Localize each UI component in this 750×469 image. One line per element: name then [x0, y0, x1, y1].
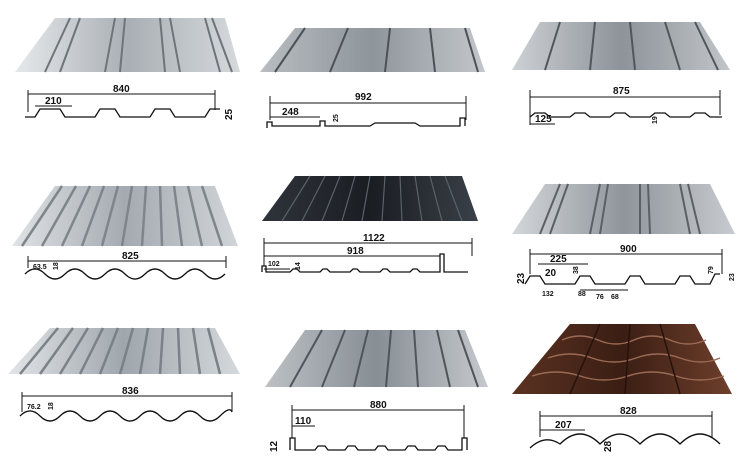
panel-ribbed-880: 880 110 12	[250, 312, 500, 468]
dim-height: 25	[224, 108, 235, 120]
dim-total: 828	[620, 406, 637, 417]
dim-f: 79	[708, 266, 715, 274]
dim-total: 880	[370, 400, 387, 411]
dim-mid: 918	[347, 246, 364, 257]
dim-total: 875	[613, 86, 630, 97]
tile-steps	[531, 335, 725, 381]
sheet-ribs	[19, 327, 222, 375]
sheet-surface	[512, 184, 735, 234]
sheet-surface	[265, 330, 488, 387]
panel-standing-seam-992: 992 248 25	[250, 0, 500, 156]
panel-ribbed-1122: 1122 918 102 14	[250, 156, 500, 312]
panel-trapezoid-900: 900 225 20 23 23 38 132 88 76 68 79	[500, 156, 750, 312]
dim-rib: 110	[295, 416, 312, 427]
panel-trapezoid-840-drawing: 840 210 25	[15, 17, 240, 120]
profile-line	[529, 112, 722, 118]
dim-b: 132	[542, 291, 554, 298]
sheet-surface	[512, 22, 730, 70]
sheet-ribs	[44, 17, 233, 73]
sheet-ribs	[544, 21, 719, 71]
tile-ribs	[569, 323, 681, 395]
dim-h2: 23	[729, 273, 736, 281]
sheet-surface	[8, 328, 240, 374]
panel-standing-seam-992-drawing: 992 248 25	[260, 27, 485, 128]
sheet-surface	[15, 18, 240, 72]
panel-trapezoid-875-drawing: 875 125 19	[512, 21, 730, 125]
dim-rib: 63.5	[33, 264, 47, 271]
dim-height: 25	[333, 114, 340, 122]
profile-line	[25, 108, 220, 118]
profile-line	[289, 437, 468, 451]
sheet-surface	[262, 176, 478, 221]
profile-line	[266, 117, 466, 128]
profile-line	[524, 273, 720, 285]
profile-line	[529, 433, 721, 449]
panel-trapezoid-900-drawing: 900 225 20 23 23 38 132 88 76 68 79	[512, 183, 736, 301]
dim-rib: 210	[45, 96, 62, 107]
sheet-ribs	[539, 183, 701, 235]
dim-height: 14	[295, 262, 302, 270]
panel-ribbed-880-drawing: 880 110 12	[265, 329, 488, 452]
dim-rib: 125	[535, 114, 552, 125]
sheet-surface	[260, 28, 485, 72]
dim-e: 68	[611, 294, 619, 301]
dim-height: 12	[269, 440, 280, 452]
dim-height: 19	[652, 116, 659, 124]
dim-total: 840	[113, 84, 130, 95]
sheet-ribs	[274, 27, 479, 73]
panel-ribbed-1122-drawing: 1122 918 102 14	[261, 175, 478, 273]
dim-sub: 20	[545, 268, 557, 279]
panel-corrugated-825: 825 63.5 18	[0, 156, 250, 312]
dim-total: 900	[620, 244, 637, 255]
profile-line	[261, 253, 468, 273]
panel-trapezoid-840: 840 210 25	[0, 0, 250, 156]
dim-rib: 207	[555, 420, 572, 431]
dim-height: 18	[53, 262, 60, 270]
dim-total: 836	[122, 386, 139, 397]
panel-tile-828: 828 207 28	[500, 312, 750, 468]
profile-line	[24, 268, 226, 280]
dim-height: 18	[48, 402, 55, 410]
panel-corrugated-836: 836 76.2 18	[0, 312, 250, 468]
dim-total: 992	[355, 92, 372, 103]
sheet-ribs	[281, 175, 463, 222]
dim-rib: 102	[268, 261, 280, 268]
dim-height: 28	[603, 440, 614, 452]
dim-height: 23	[516, 272, 527, 284]
dim-total: 825	[122, 251, 139, 262]
sheet-surface	[512, 324, 732, 394]
dim-a: 38	[573, 266, 580, 274]
dim-d: 76	[596, 294, 604, 301]
profile-line	[19, 409, 233, 422]
panel-trapezoid-875: 875 125 19	[500, 0, 750, 156]
dim-rib: 225	[550, 254, 567, 265]
dim-c: 88	[578, 291, 586, 298]
dim-rib: 248	[282, 107, 299, 118]
panel-tile-828-drawing: 828 207 28	[512, 323, 732, 452]
dim-total: 1122	[363, 233, 385, 244]
panel-corrugated-825-drawing: 825 63.5 18	[12, 185, 238, 280]
sheet-ribs	[20, 185, 224, 247]
dim-rib: 76.2	[27, 404, 41, 411]
sheet-ribs	[289, 329, 479, 388]
panel-corrugated-836-drawing: 836 76.2 18	[8, 327, 240, 422]
